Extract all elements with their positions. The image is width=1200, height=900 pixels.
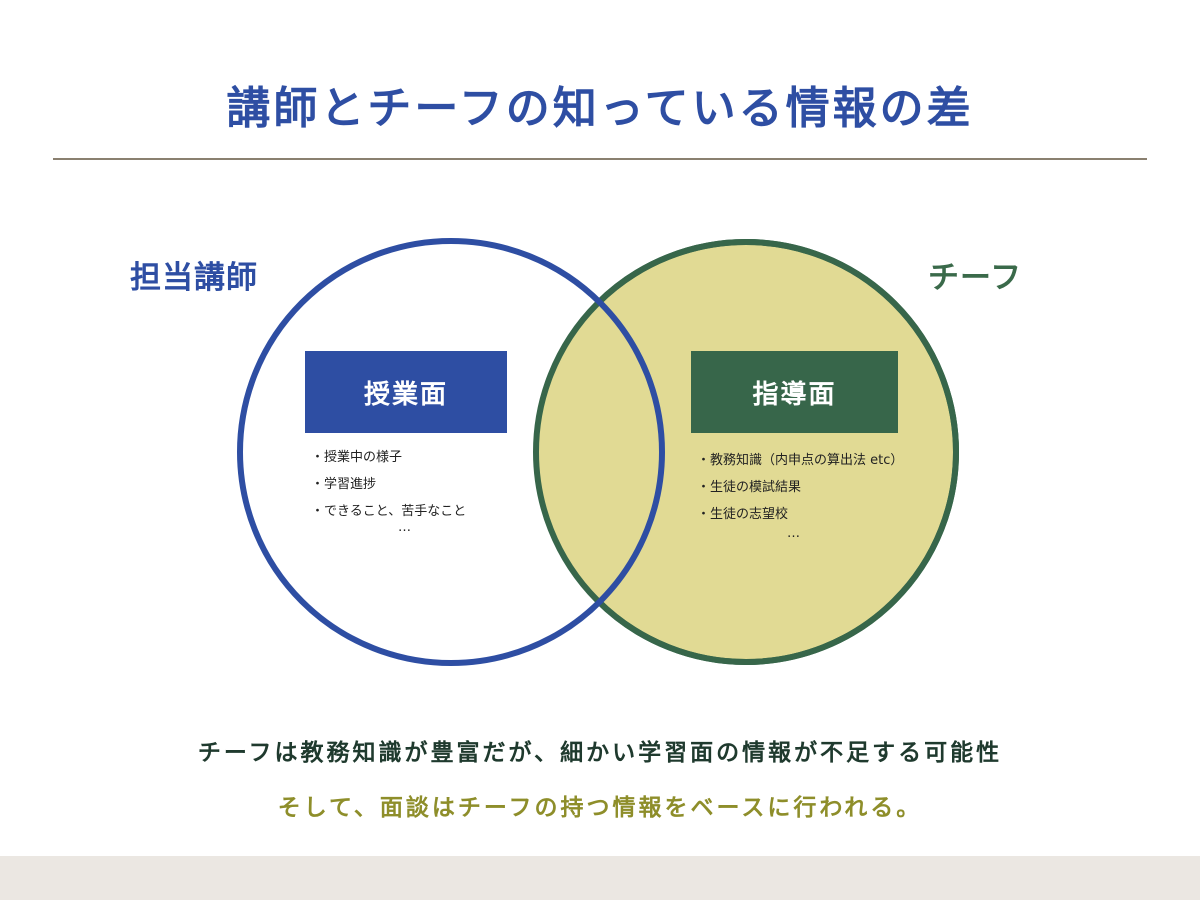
teacher-only-area — [240, 241, 662, 663]
list-item: ・できること、苦手なこと — [311, 504, 467, 519]
chief-list-ellipsis: … — [787, 526, 800, 541]
list-item: ・生徒の模試結果 — [697, 480, 802, 495]
teacher-label: 担当講師 — [130, 260, 258, 296]
footer-band — [0, 856, 1200, 900]
teacher-list-ellipsis: … — [398, 520, 411, 535]
page-title: 講師とチーフの知っている情報の差 — [226, 83, 974, 134]
teacher-circle — [237, 238, 665, 666]
list-item: ・生徒の志望校 — [697, 507, 789, 522]
teacher-info-list: ・授業中の様子 ・学習進捗 ・できること、苦手なこと — [311, 449, 466, 530]
list-item: ・教務知識（内申点の算出法 etc） — [697, 453, 904, 468]
list-item: ・授業中の様子 — [311, 450, 403, 465]
summary-line-1: チーフは教務知識が豊富だが、細かい学習面の情報が不足する可能性 — [197, 740, 1003, 766]
guidance-aspect-box: 指導面 — [691, 351, 898, 433]
lesson-aspect-box: 授業面 — [305, 351, 507, 433]
chief-label: チーフ — [928, 260, 1023, 296]
title-divider — [53, 158, 1147, 160]
list-item: ・学習進捗 — [311, 477, 377, 492]
summary-line-2: そして、面談はチーフの持つ情報をベースに行われる。 — [277, 795, 923, 821]
chief-circle-outline — [533, 239, 959, 665]
chief-info-list: ・教務知識（内申点の算出法 etc） ・生徒の模試結果 ・生徒の志望校 — [697, 452, 903, 533]
